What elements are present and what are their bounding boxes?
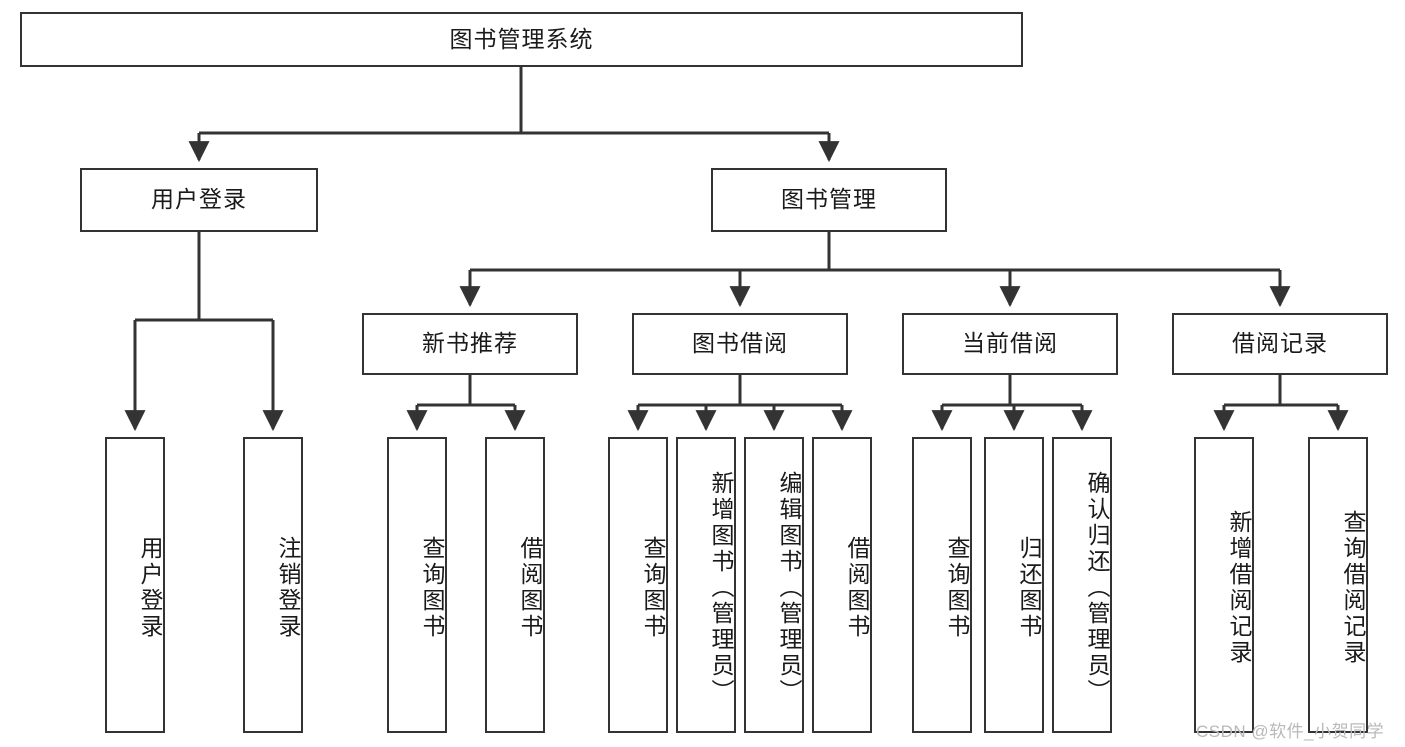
node-leaf-bb-add[interactable]: 新增图书（管理员） [676,437,736,733]
node-leaf-rec-query[interactable]: 查询图书 [387,437,447,733]
node-leaf-cb-return[interactable]: 归还图书 [984,437,1044,733]
node-leaf-user-login[interactable]: 用户登录 [105,437,165,733]
node-root[interactable]: 图书管理系统 [20,12,1023,67]
node-leaf-cb-query[interactable]: 查询图书 [912,437,972,733]
node-current-borrow[interactable]: 当前借阅 [902,313,1118,375]
node-borrow-record[interactable]: 借阅记录 [1172,313,1388,375]
node-book-manage[interactable]: 图书管理 [711,168,947,232]
node-leaf-br-add[interactable]: 新增借阅记录 [1194,437,1254,733]
node-leaf-rec-borrow[interactable]: 借阅图书 [485,437,545,733]
node-leaf-bb-borrow[interactable]: 借阅图书 [812,437,872,733]
node-leaf-bb-query[interactable]: 查询图书 [608,437,668,733]
csdn-watermark: CSDN @软件_小贺同学 [1196,722,1385,741]
node-leaf-br-query[interactable]: 查询借阅记录 [1308,437,1368,733]
node-user-login[interactable]: 用户登录 [80,168,318,232]
node-leaf-user-logout[interactable]: 注销登录 [243,437,303,733]
node-book-borrow[interactable]: 图书借阅 [632,313,848,375]
node-leaf-bb-edit[interactable]: 编辑图书（管理员） [744,437,804,733]
node-leaf-cb-confirm[interactable]: 确认归还（管理员） [1052,437,1112,733]
node-new-book-rec[interactable]: 新书推荐 [362,313,578,375]
